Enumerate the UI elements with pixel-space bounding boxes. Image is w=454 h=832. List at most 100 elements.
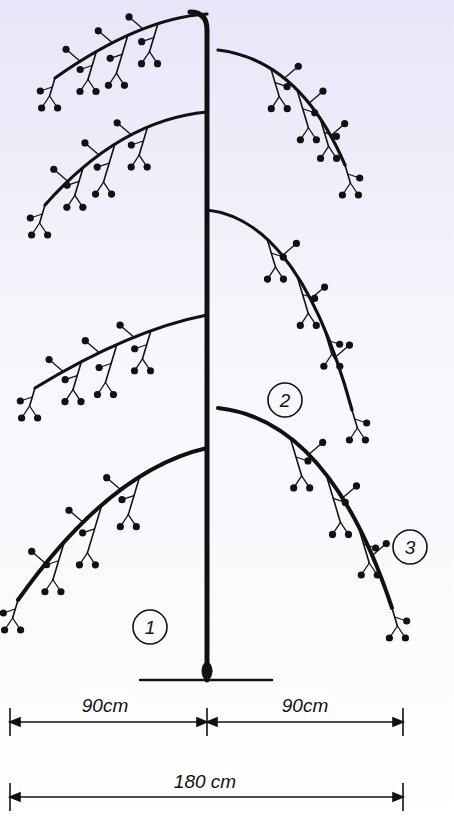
bud-dot: [34, 414, 41, 421]
bud-dot: [108, 190, 115, 197]
bud-dot: [403, 617, 410, 624]
bud-dot: [295, 63, 302, 70]
bud-dot: [313, 136, 320, 143]
bud-dot: [121, 82, 128, 89]
bud-dot: [383, 540, 390, 547]
bud-dot: [92, 190, 99, 197]
bud-dot: [290, 484, 297, 491]
bud-dot: [283, 83, 290, 90]
bud-dot: [94, 391, 101, 398]
bud-dot: [54, 104, 61, 111]
bud-dot: [38, 104, 45, 111]
bud-dot: [131, 345, 138, 352]
bud-dot: [304, 457, 311, 464]
bud-dot: [138, 38, 145, 45]
bud-dot: [128, 163, 135, 170]
bud-dot: [82, 337, 89, 344]
bud-dot: [297, 322, 304, 329]
bud-dot: [118, 496, 125, 503]
bud-dot: [293, 240, 300, 247]
bud-dot: [306, 484, 313, 491]
bud-dot: [27, 214, 34, 221]
bud-dot: [79, 204, 86, 211]
bud-dot: [63, 204, 70, 211]
bud-dot: [77, 398, 84, 405]
bud-dot: [284, 105, 291, 112]
bud-dot: [57, 588, 64, 595]
bud-dot: [341, 120, 348, 127]
main-branch: [218, 50, 345, 165]
bud-dot: [154, 60, 161, 67]
bud-dot: [41, 588, 48, 595]
bud-dot: [45, 356, 52, 363]
bud-dot: [320, 363, 327, 370]
bud-dot: [92, 88, 99, 95]
bud-dot: [356, 174, 363, 181]
dimension-lines: [10, 708, 403, 811]
trunk-base: [202, 662, 212, 680]
bud-dot: [79, 529, 86, 536]
dimension-label: 180 cm: [172, 771, 238, 792]
callout-number: 3: [403, 537, 418, 558]
bud-dot: [362, 436, 369, 443]
bud-dot: [311, 109, 318, 116]
bud-dot: [319, 439, 326, 446]
bud-dot: [264, 275, 271, 282]
main-branch: [35, 315, 207, 388]
bud-dot: [345, 531, 352, 538]
bud-dot: [65, 507, 72, 514]
main-branch: [207, 210, 352, 410]
bud-dot: [81, 139, 88, 146]
bud-dot: [333, 133, 340, 140]
bud-dot: [28, 548, 35, 555]
bud-dot: [44, 231, 51, 238]
bud-dot: [62, 376, 69, 383]
bud-dot: [37, 87, 44, 94]
bud-dot: [319, 88, 326, 95]
bud-dot: [336, 363, 343, 370]
main-branch: [45, 112, 207, 205]
bud-dot: [355, 191, 362, 198]
bud-dot: [96, 364, 103, 371]
bud-dot: [116, 322, 123, 329]
bud-dot: [346, 341, 353, 348]
bud-dot: [336, 341, 343, 348]
bud-dot: [17, 397, 24, 404]
bud-dot: [50, 166, 57, 173]
bud-dot: [342, 499, 349, 506]
bud-dot: [147, 367, 154, 374]
bud-dot: [62, 46, 69, 53]
bud-dot: [268, 105, 275, 112]
callout-number: 1: [143, 617, 158, 638]
bud-dot: [18, 414, 25, 421]
bud-dot: [321, 283, 328, 290]
bud-dot: [339, 191, 346, 198]
bud-dot: [110, 391, 117, 398]
main-branch: [218, 408, 392, 608]
bud-dot: [0, 609, 7, 616]
bud-dot: [297, 136, 304, 143]
bud-dot: [374, 571, 381, 578]
bud-dot: [353, 482, 360, 489]
bud-dot: [144, 163, 151, 170]
bud-dot: [280, 275, 287, 282]
bud-dot: [346, 436, 353, 443]
bud-dot: [77, 66, 84, 73]
bud-dot: [114, 119, 121, 126]
dimension-label: 90cm: [80, 695, 130, 716]
bud-dot: [313, 322, 320, 329]
bud-dot: [95, 27, 102, 34]
bud-dot: [363, 419, 370, 426]
bud-dot: [76, 88, 83, 95]
bud-dot: [17, 626, 24, 633]
callout-number: 2: [278, 390, 293, 411]
main-branch: [55, 14, 207, 78]
bud-dot: [138, 60, 145, 67]
bud-dot: [402, 634, 409, 641]
bud-dot: [107, 55, 114, 62]
bud-dot: [76, 561, 83, 568]
bud-dot: [61, 398, 68, 405]
bud-dot: [317, 155, 324, 162]
bud-dot: [333, 155, 340, 162]
